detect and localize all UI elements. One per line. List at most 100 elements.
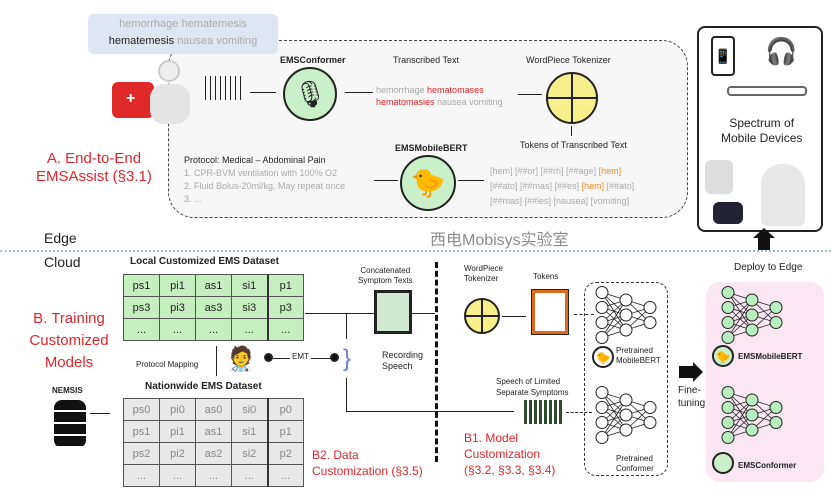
connector-dot [330, 353, 339, 362]
title-line: A. End-to-End [46, 150, 142, 167]
microphone-icon: 🎙 [283, 67, 337, 121]
watermark: 西电Mobisys实验室 [430, 232, 569, 249]
network-node [595, 431, 609, 444]
table-cell: pi1 [159, 420, 196, 443]
table-cell: as2 [195, 442, 232, 465]
tokenizer-pie-icon [546, 72, 598, 124]
pretrained-models-box [584, 282, 668, 476]
smart-glasses-icon [727, 86, 807, 96]
cloud-label: Cloud [44, 254, 81, 270]
conformer-label: EMSConformer [280, 55, 346, 65]
bubble-line1: hemorrhage hematemesis [119, 18, 247, 30]
title-line: B2. Data [312, 448, 359, 462]
deploy-label: Deploy to Edge [734, 262, 803, 273]
emt-doctor-icon: 🧑‍⚕️ [226, 346, 256, 373]
phone-icon: 📱 [711, 36, 735, 76]
section-a-title: A. End-to-End EMSAssist (§3.1) [36, 150, 152, 186]
microphone-icon [712, 452, 734, 474]
network-node [595, 316, 609, 329]
network-node [619, 393, 633, 407]
finetune-label: Fine- tuning [678, 384, 705, 410]
google-home-icon [761, 164, 805, 226]
table-row: ............... [123, 464, 304, 487]
word: hematomases [427, 85, 484, 95]
table-cell: pi1 [159, 274, 196, 297]
network-node [721, 331, 735, 344]
emt-figure-icon: + [112, 60, 202, 130]
network-node [745, 323, 759, 337]
table-cell: si2 [231, 442, 268, 465]
table-cell: ps0 [123, 398, 160, 421]
title-line: EMSAssist (§3.1) [36, 168, 152, 185]
word: hematomasies [376, 97, 435, 107]
arrow [250, 92, 276, 93]
arrow [518, 94, 542, 95]
emt-label: EMT [290, 352, 311, 361]
label-line: Recording [382, 350, 424, 360]
label-line: tuning [678, 398, 706, 409]
headphones-icon: 🎧 [765, 36, 798, 66]
table-cell: ... [266, 464, 304, 487]
label-line: WordPiece [464, 264, 503, 273]
arrow [305, 313, 435, 314]
network-node [619, 423, 633, 437]
network-node [643, 316, 657, 329]
table-cell: ... [159, 318, 196, 341]
tokens-document-icon [531, 289, 569, 335]
network-node [595, 301, 609, 314]
network-node [595, 416, 609, 429]
ems-bert-label: EMSMobileBERT [738, 352, 803, 361]
network-node [745, 408, 759, 422]
network-edge [727, 299, 753, 338]
table-cell: as1 [195, 420, 232, 443]
bert-label: EMSMobileBERT [395, 143, 468, 153]
network-node [745, 293, 759, 307]
bert-character-icon: 🐤 [400, 155, 456, 211]
label-line: Spectrum of [729, 116, 795, 130]
arrow [216, 346, 217, 376]
network-node [595, 286, 609, 299]
title-line: (§3.2, §3.3, §3.4) [464, 463, 556, 477]
network-edge [727, 399, 753, 438]
table-cell: si1 [231, 420, 268, 443]
table-cell: ... [123, 318, 160, 341]
pretrained-conformer-label: Pretrained Conformer [616, 454, 654, 474]
local-dataset-title: Local Customized EMS Dataset [130, 256, 279, 267]
token: [hem] [581, 181, 605, 191]
pretrained-bert-label: Pretrained MobileBERT [616, 346, 661, 366]
network-node [745, 393, 759, 407]
bubble-word: hematemesis [108, 35, 175, 47]
table-cell: ... [266, 318, 304, 341]
title-line: B. Training [33, 310, 105, 327]
network-node [619, 293, 633, 307]
arrow [346, 411, 514, 412]
transcribed-text: hemorrhage hematomases hematomasies naus… [376, 84, 503, 108]
bubble-word: nausea vomiting [177, 35, 258, 47]
network-edge [601, 399, 627, 438]
table-cell: ... [123, 464, 160, 487]
finetune-arrowhead-icon [693, 362, 703, 382]
smart-speaker-icon [713, 202, 743, 224]
customized-models-panel [706, 282, 824, 482]
speech-bubble: hemorrhage hematemesis hematemesis nause… [88, 14, 278, 54]
network-node [769, 416, 783, 429]
network-node [721, 401, 735, 414]
cloud-tokenizer-label: WordPiece Tokenizer [464, 264, 503, 284]
arrow [566, 412, 592, 413]
table-cell: ... [231, 318, 268, 341]
protocol-step: 2. Fluid Bolus-20ml/kg, May repeat once [184, 181, 346, 191]
connector-dot [264, 353, 273, 362]
nemsis-label: NEMSIS [52, 386, 83, 395]
table-cell: as3 [195, 296, 232, 319]
label-line: Speech [382, 361, 413, 371]
table-row: ............... [123, 318, 304, 341]
concat-label: Concatenated Symptom Texts [358, 266, 413, 286]
network-node [619, 308, 633, 322]
network-node [721, 286, 735, 299]
arrow [458, 180, 484, 181]
network-node [745, 423, 759, 437]
